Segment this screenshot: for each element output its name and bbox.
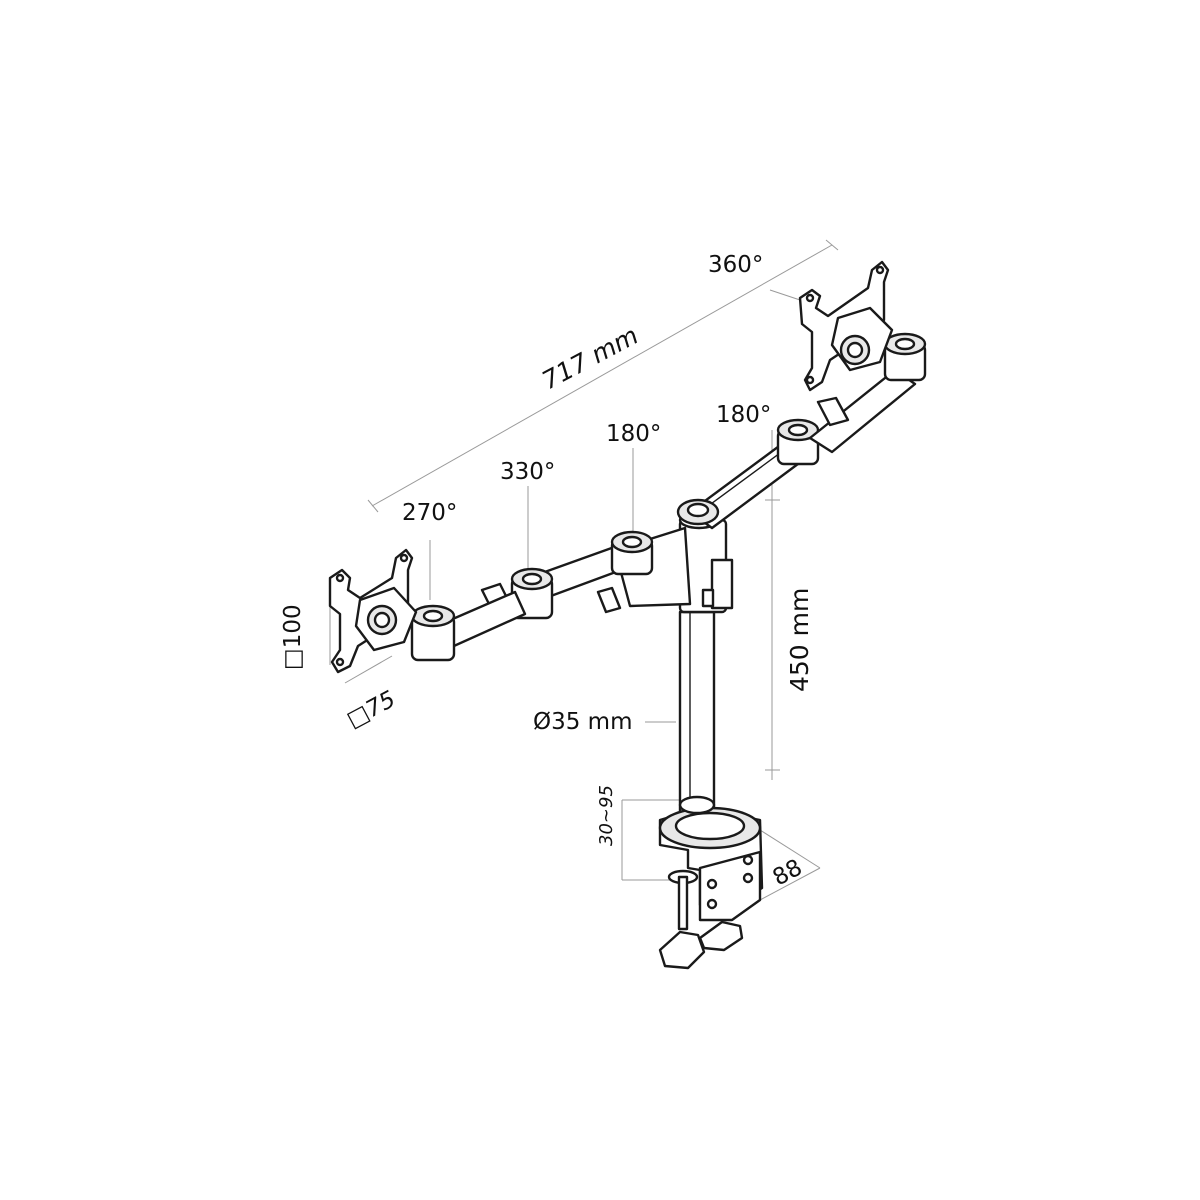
vesa-vertical-label: □100	[280, 604, 306, 670]
width-dimension-line	[371, 244, 833, 507]
clamp-depth-label: 88	[769, 855, 807, 892]
rotation-right-inner-joint-label: 180°	[716, 402, 771, 428]
pole-height-label: 450 mm	[785, 588, 814, 692]
desk-thickness-label: 30~95	[596, 785, 617, 846]
rotation-left-inner-joint-label: 180°	[606, 421, 661, 447]
left-vesa-plate	[328, 548, 418, 674]
vesa-horizontal-label: □75	[343, 686, 400, 733]
right-arm	[676, 332, 927, 530]
rotation-right-plate-label: 360°	[708, 252, 763, 278]
pole-diameter-label: Ø35 mm	[533, 709, 633, 735]
desk-clamp	[658, 795, 764, 970]
rotation-left-plate-label: 270°	[402, 500, 457, 526]
rotation-left-mid-joint-label: 330°	[500, 459, 555, 485]
pole	[678, 610, 716, 824]
total-width-label: 717 mm	[537, 321, 643, 396]
right-vesa-plate	[798, 260, 894, 392]
left-arm	[410, 526, 692, 662]
